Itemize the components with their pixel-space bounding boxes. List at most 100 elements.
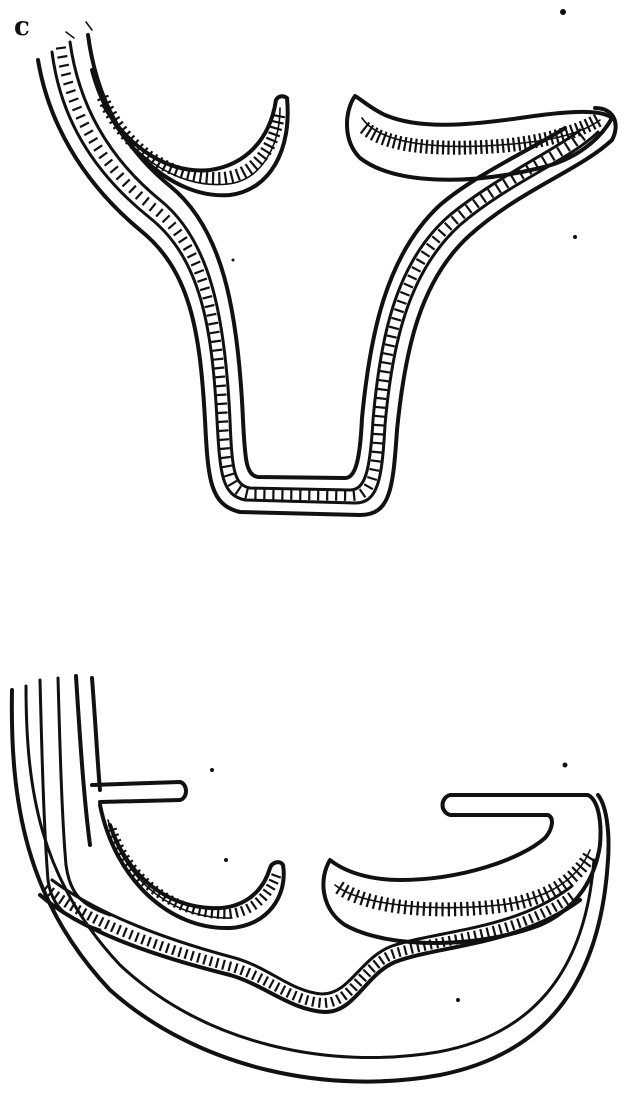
hatch-stroke <box>222 960 225 970</box>
hatch-stroke <box>342 885 349 897</box>
hatch-stroke <box>194 270 203 274</box>
hatch-stroke <box>432 140 433 154</box>
hatch-stroke <box>208 323 218 325</box>
hatch-stroke <box>213 359 223 360</box>
hatch-stroke <box>498 899 500 913</box>
hatch-stroke <box>69 98 78 102</box>
hatch-stroke <box>212 350 222 351</box>
hatch-stroke <box>404 137 407 151</box>
hatch-stroke <box>136 192 143 199</box>
hatch-stroke <box>380 371 390 373</box>
hatch-stroke <box>516 896 519 910</box>
hatch-stroke <box>503 180 508 189</box>
hatch-stroke <box>359 974 366 981</box>
hatch-stroke <box>269 132 280 136</box>
hatch-stroke <box>230 171 233 183</box>
hatch-stroke <box>143 198 150 206</box>
hatch-stroke <box>293 991 297 1000</box>
hatch-stroke <box>557 147 562 156</box>
hatch-stroke <box>552 903 557 912</box>
hatch-stroke <box>459 211 465 219</box>
hatch-stroke <box>415 139 417 153</box>
hatch-stroke <box>404 284 413 288</box>
hatch-stroke <box>557 900 562 909</box>
hatch-stroke <box>438 229 445 236</box>
hatch-stroke <box>394 309 404 312</box>
lower-right-fold-outer <box>323 795 600 943</box>
speck <box>224 858 228 862</box>
hatch-stroke <box>391 949 394 959</box>
hatch-stroke <box>545 132 548 146</box>
hatch-stroke <box>417 902 418 916</box>
hatch-stroke <box>572 138 578 146</box>
hatch-stroke <box>168 222 176 229</box>
hatch-stroke <box>129 930 133 939</box>
hatch-stroke <box>416 259 425 264</box>
hatch-stroke <box>480 929 482 939</box>
hatch-stroke <box>72 107 81 111</box>
hatch-stroke <box>493 926 496 936</box>
hatch-stroke <box>258 153 268 160</box>
speck <box>560 9 566 15</box>
hatch-stroke <box>467 902 468 916</box>
hatch-stroke <box>217 395 227 396</box>
hatch-stroke <box>59 65 69 67</box>
hatch-stroke <box>492 900 494 914</box>
hatch-stroke <box>331 997 334 1007</box>
hatch-stroke <box>116 173 123 180</box>
hatch-stroke <box>185 949 188 959</box>
hatch-stroke <box>87 912 92 921</box>
hatch-stroke <box>225 172 227 184</box>
hatch-stroke <box>94 145 102 151</box>
hatch-stroke <box>336 882 344 894</box>
hatch-stroke <box>452 216 459 224</box>
hatch-stroke <box>473 200 479 208</box>
hatch-stroke <box>508 138 510 152</box>
hatch-stroke <box>374 425 384 426</box>
hatch-stroke <box>211 908 212 918</box>
hatch-stroke <box>105 920 109 929</box>
hatch-stroke <box>207 314 217 316</box>
hatch-stroke <box>426 140 427 154</box>
hatch-stroke <box>346 988 353 995</box>
lower-embryo-section <box>12 676 609 1082</box>
hatch-stroke <box>312 997 314 1007</box>
hatch-stroke <box>154 939 157 948</box>
hatch-stroke <box>56 47 66 48</box>
hatch-stroke <box>269 980 274 989</box>
hatch-stroke <box>84 130 93 135</box>
hatch-stroke <box>211 341 221 342</box>
hatch-stroke <box>424 902 425 916</box>
hatch-stroke <box>178 947 181 957</box>
hatch-stroke <box>59 895 65 903</box>
hatch-stroke <box>393 135 397 149</box>
hatch-stroke <box>373 443 383 444</box>
hatch-stroke <box>210 332 220 334</box>
hatch-stroke <box>105 160 113 166</box>
hatch-stroke <box>389 327 399 330</box>
hatch-stroke <box>535 911 539 920</box>
hatch-stroke <box>236 169 240 180</box>
hatch-stroke <box>251 901 257 909</box>
hatch-stroke <box>183 245 192 250</box>
hatch-stroke <box>241 167 247 178</box>
hatch-stroke <box>99 917 103 926</box>
hatch-stroke <box>524 136 526 150</box>
hatch-stroke <box>216 958 219 968</box>
hatch-stroke <box>228 481 237 486</box>
speck <box>563 763 568 768</box>
hatch-stroke <box>368 965 375 972</box>
hatch-stroke <box>496 184 501 193</box>
hatch-stroke <box>354 491 355 501</box>
hatch-stroke <box>379 380 389 381</box>
hatch-stroke <box>410 138 412 152</box>
lower-outer-bowl-line-2 <box>26 686 594 1058</box>
hatch-stroke <box>111 923 115 932</box>
hatch-stroke <box>263 889 271 895</box>
hatch-stroke <box>64 899 69 908</box>
hatch-stroke <box>221 457 231 458</box>
hatch-stroke <box>172 945 175 955</box>
hatch-stroke <box>54 892 60 900</box>
hatch-stroke <box>219 439 229 440</box>
hatch-stroke <box>206 172 207 184</box>
